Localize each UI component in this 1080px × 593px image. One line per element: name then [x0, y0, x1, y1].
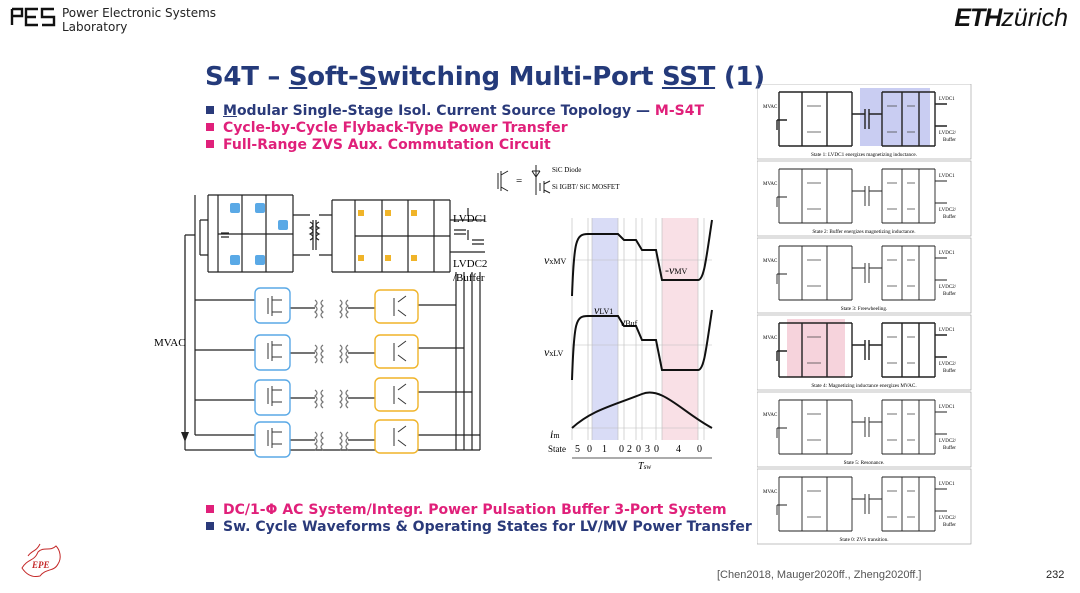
state-lvdc1-label: LVDC1: [939, 482, 955, 487]
state-mvac-label: MVAC: [763, 105, 778, 110]
state-lvdc1-label: LVDC1: [939, 97, 955, 102]
references: [Chen2018, Mauger2020ff., Zheng2020ff.]: [717, 569, 922, 581]
svg-text:5: 5: [575, 444, 580, 455]
slide-title: S4T – Soft-Switching Multi-Port SST (1): [205, 62, 765, 92]
svg-text:2: 2: [627, 444, 632, 455]
state-caption: State 5: Resonance.: [844, 460, 885, 466]
eth-logo-rest: zürich: [1001, 4, 1068, 32]
mvac-label: MVAC: [154, 337, 186, 349]
svg-text:0: 0: [587, 444, 592, 455]
legend-diode: SiC Diode: [552, 166, 581, 174]
state-lvdc2-label: LVDC2/: [939, 362, 957, 367]
lvdc1-label: LVDC1: [453, 213, 487, 225]
buffer-label: /Buffer: [453, 272, 485, 284]
bullet-zvs: Full-Range ZVS Aux. Commutation Circuit: [206, 137, 704, 154]
v-mv-label: -vMV: [665, 263, 687, 277]
state-lvdc2-label: LVDC2/: [939, 285, 957, 290]
eth-logo-bold: ETH: [954, 4, 1002, 32]
bottom-bullet-list: DC/1-Φ AC System/Integr. Power Pulsation…: [206, 502, 752, 536]
state-caption: State 2: Buffer energizes magnetizing in…: [812, 228, 915, 235]
bullet-three-port: DC/1-Φ AC System/Integr. Power Pulsation…: [206, 502, 752, 519]
i-m-label: im: [550, 427, 560, 441]
state-lvdc1-label: LVDC1: [939, 251, 955, 256]
svg-text:0: 0: [619, 444, 624, 455]
state-caption: State 0: ZVS transition.: [840, 537, 889, 543]
bullet-waveforms: Sw. Cycle Waveforms & Operating States f…: [206, 519, 752, 536]
state-lvdc1-label: LVDC1: [939, 174, 955, 179]
state-mvac-label: MVAC: [763, 259, 778, 264]
svg-text:3: 3: [645, 444, 650, 455]
svg-text:0: 0: [654, 444, 659, 455]
bullet-topology: Modular Single-Stage Isol. Current Sourc…: [206, 103, 704, 120]
state-mvac-label: MVAC: [763, 336, 778, 341]
svg-text:0: 0: [636, 444, 641, 455]
state-buffer-label: Buffer: [943, 292, 956, 297]
state-mvac-label: MVAC: [763, 182, 778, 187]
state-mvac-label: MVAC: [763, 490, 778, 495]
state-mvac-label: MVAC: [763, 413, 778, 418]
v-lv1-label: vLV1: [594, 303, 613, 317]
bullet-square-icon: [206, 522, 214, 530]
lab-name: Power Electronic Systems Laboratory: [62, 6, 216, 34]
bullet-square-icon: [206, 505, 214, 513]
svg-text:1: 1: [602, 444, 607, 455]
bullet-square-icon: [206, 123, 214, 131]
state-buffer-label: Buffer: [943, 215, 956, 220]
state-lvdc2-label: LVDC2/: [939, 131, 957, 136]
m-s4t-schematic: MVAC LVDC1 LVDC2 /Buffer: [154, 194, 487, 458]
state-label: State: [548, 444, 566, 454]
svg-text:=: =: [516, 175, 522, 187]
v-buf-label: vBuf: [620, 315, 638, 329]
legend-switch: Si IGBT/ SiC MOSFET: [552, 183, 620, 191]
switch-legend: = SiC Diode Si IGBT/ SiC MOSFET: [497, 165, 620, 195]
bullet-square-icon: [206, 140, 214, 148]
lab-name-line1: Power Electronic Systems: [62, 6, 217, 20]
svg-text:4: 4: [676, 444, 681, 455]
switching-waveforms: vxMV -vMV vLV1 vBuf vxLV im State 5 0 1 …: [544, 218, 713, 472]
state-lvdc2-label: LVDC2/: [939, 516, 957, 521]
top-bullet-list: Modular Single-Stage Isol. Current Sourc…: [206, 103, 704, 154]
t-sw-label: Tsw: [638, 461, 652, 472]
pes-logo: [10, 7, 56, 27]
state-buffer-label: Buffer: [943, 369, 956, 374]
state-buffer-label: Buffer: [943, 138, 956, 143]
eth-logo: ETHzürich: [954, 4, 1068, 33]
state-lvdc2-label: LVDC2/: [939, 208, 957, 213]
bullet-square-icon: [206, 106, 214, 114]
state-buffer-label: Buffer: [943, 446, 956, 451]
lvdc2-label: LVDC2: [453, 258, 487, 270]
state-caption: State 4: Magnetizing inductance energize…: [811, 383, 916, 389]
state-lvdc1-label: LVDC1: [939, 328, 955, 333]
epe-corner-logo: EPE: [21, 543, 61, 577]
state-caption: State 1: LVDC1 energizes magnetizing ind…: [811, 152, 917, 158]
state-buffer-label: Buffer: [943, 523, 956, 528]
epe-logo-text: EPE: [31, 560, 50, 570]
state-lvdc2-label: LVDC2/: [939, 439, 957, 444]
state-caption: State 3: Freewheeling.: [841, 306, 888, 312]
v-xlv-label: vxLV: [544, 345, 563, 359]
state-sequence: 5 0 1 0 2 0 3 0 4 0: [575, 444, 702, 455]
bullet-flyback: Cycle-by-Cycle Flyback-Type Power Transf…: [206, 120, 704, 137]
svg-text:0: 0: [697, 444, 702, 455]
lab-name-line2: Laboratory: [62, 20, 128, 34]
v-xmv-label: vxMV: [544, 253, 566, 267]
page-number: 232: [1046, 569, 1065, 581]
state-lvdc1-label: LVDC1: [939, 405, 955, 410]
